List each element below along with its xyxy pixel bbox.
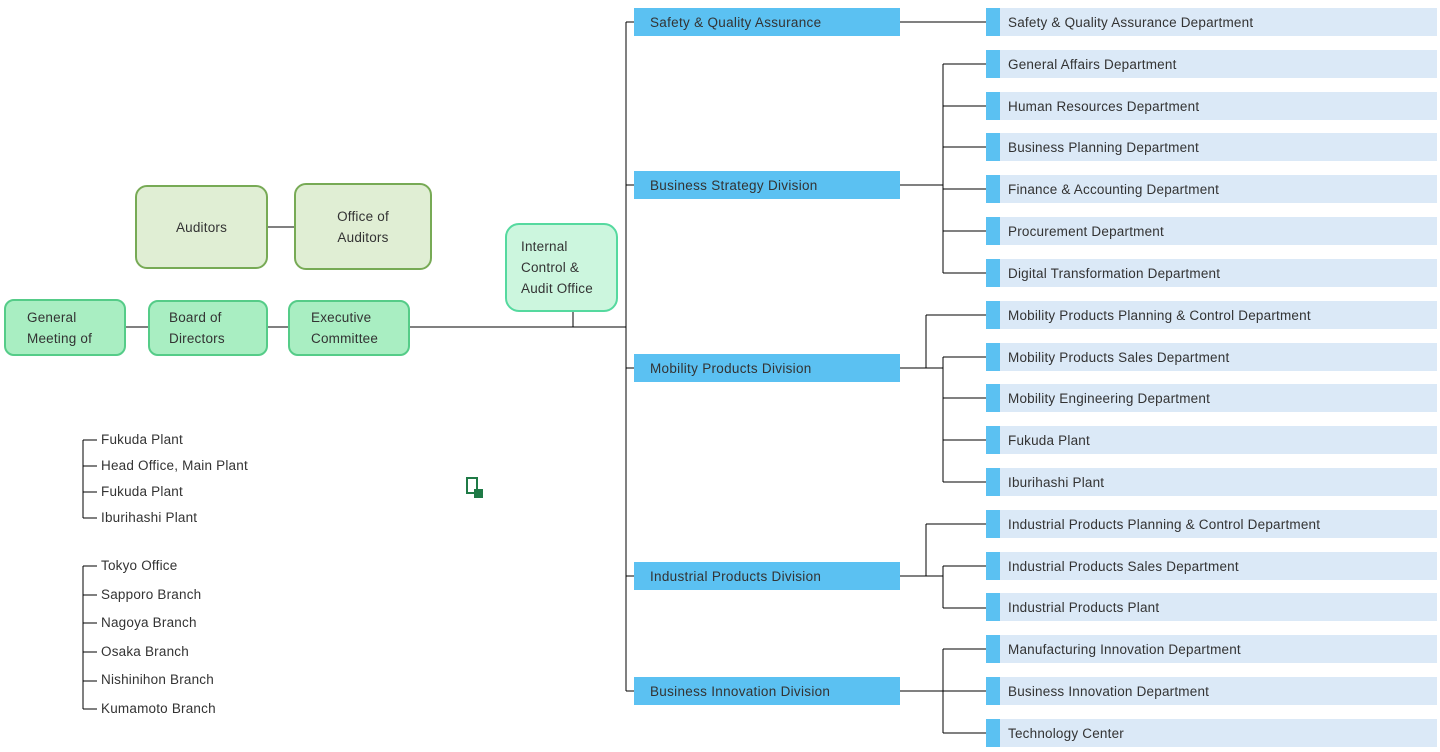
document-icon-corner <box>474 489 483 498</box>
department-accent <box>986 259 1000 287</box>
department-bar[interactable]: Technology Center <box>986 719 1437 747</box>
department-bar[interactable]: Finance & Accounting Department <box>986 175 1437 203</box>
department-accent <box>986 552 1000 580</box>
department-accent <box>986 593 1000 621</box>
department-accent <box>986 635 1000 663</box>
list-item-label: Osaka Branch <box>101 644 189 659</box>
list-item-label: Nagoya Branch <box>101 615 197 630</box>
department-bar[interactable]: Safety & Quality Assurance Department <box>986 8 1437 36</box>
list-item-label: Head Office, Main Plant <box>101 458 248 473</box>
document-icon <box>466 477 478 494</box>
department-label: Finance & Accounting Department <box>1008 181 1220 197</box>
list-item-label: Fukuda Plant <box>101 432 183 447</box>
department-bar[interactable]: General Affairs Department <box>986 50 1437 78</box>
list-item[interactable]: Nagoya Branch <box>101 613 197 633</box>
department-label: Fukuda Plant <box>1008 432 1090 448</box>
department-bar[interactable]: Mobility Products Planning & Control Dep… <box>986 301 1437 329</box>
department-accent <box>986 8 1000 36</box>
department-bar[interactable]: Industrial Products Sales Department <box>986 552 1437 580</box>
department-label: Manufacturing Innovation Department <box>1008 641 1241 657</box>
department-bar[interactable]: Mobility Products Sales Department <box>986 343 1437 371</box>
box-board-of-directors-label: Board of Directors <box>169 310 225 346</box>
department-label: Iburihashi Plant <box>1008 474 1105 490</box>
department-accent <box>986 426 1000 454</box>
department-label: Technology Center <box>1008 725 1124 741</box>
department-accent <box>986 217 1000 245</box>
department-label: General Affairs Department <box>1008 56 1177 72</box>
department-accent <box>986 343 1000 371</box>
department-bar[interactable]: Mobility Engineering Department <box>986 384 1437 412</box>
box-board-of-directors[interactable]: Board of Directors <box>148 300 268 356</box>
department-bar[interactable]: Procurement Department <box>986 217 1437 245</box>
list-item-label: Iburihashi Plant <box>101 510 198 525</box>
department-label: Mobility Products Planning & Control Dep… <box>1008 307 1311 323</box>
department-accent <box>986 50 1000 78</box>
department-label: Human Resources Department <box>1008 98 1200 114</box>
department-accent <box>986 133 1000 161</box>
department-bar[interactable]: Business Innovation Department <box>986 677 1437 705</box>
department-label: Business Planning Department <box>1008 139 1199 155</box>
department-bar[interactable]: Business Planning Department <box>986 133 1437 161</box>
department-accent <box>986 175 1000 203</box>
department-label: Mobility Products Sales Department <box>1008 349 1230 365</box>
department-accent <box>986 92 1000 120</box>
department-bar[interactable]: Industrial Products Planning & Control D… <box>986 510 1437 538</box>
box-executive-committee-label: Executive Committee <box>311 310 379 346</box>
box-internal-control-audit-office-label: Internal Control & Audit Office <box>521 239 593 296</box>
box-auditors[interactable]: Auditors <box>135 185 268 269</box>
department-accent <box>986 301 1000 329</box>
department-accent <box>986 510 1000 538</box>
department-label: Procurement Department <box>1008 223 1164 239</box>
list-item[interactable]: Fukuda Plant <box>101 430 183 450</box>
division-label: Business Strategy Division <box>650 177 818 193</box>
list-item[interactable]: Head Office, Main Plant <box>101 456 248 476</box>
department-label: Mobility Engineering Department <box>1008 390 1211 406</box>
department-label: Business Innovation Department <box>1008 683 1210 699</box>
division-label: Mobility Products Division <box>650 360 812 376</box>
list-item[interactable]: Osaka Branch <box>101 642 189 662</box>
department-bar[interactable]: Iburihashi Plant <box>986 468 1437 496</box>
department-accent <box>986 384 1000 412</box>
department-accent <box>986 677 1000 705</box>
list-item[interactable]: Sapporo Branch <box>101 585 201 605</box>
division-bar[interactable]: Safety & Quality Assurance <box>634 8 900 36</box>
list-item-label: Tokyo Office <box>101 558 178 573</box>
division-bar[interactable]: Business Strategy Division <box>634 171 900 199</box>
box-internal-control-audit-office[interactable]: Internal Control & Audit Office <box>505 223 618 312</box>
division-label: Safety & Quality Assurance <box>650 14 822 30</box>
list-item-label: Fukuda Plant <box>101 484 183 499</box>
box-auditors-label: Auditors <box>175 219 228 235</box>
department-accent <box>986 468 1000 496</box>
department-label: Industrial Products Sales Department <box>1008 558 1239 574</box>
department-bar[interactable]: Industrial Products Plant <box>986 593 1437 621</box>
division-label: Industrial Products Division <box>650 568 822 584</box>
box-office-of-auditors[interactable]: Office of Auditors <box>294 183 432 270</box>
list-item[interactable]: Iburihashi Plant <box>101 508 197 528</box>
department-label: Safety & Quality Assurance Department <box>1008 14 1254 30</box>
department-bar[interactable]: Fukuda Plant <box>986 426 1437 454</box>
list-item[interactable]: Nishinihon Branch <box>101 670 214 690</box>
department-label: Industrial Products Planning & Control D… <box>1008 516 1321 532</box>
list-item[interactable]: Tokyo Office <box>101 556 177 576</box>
department-bar[interactable]: Manufacturing Innovation Department <box>986 635 1437 663</box>
division-bar[interactable]: Industrial Products Division <box>634 562 900 590</box>
list-item-label: Sapporo Branch <box>101 587 202 602</box>
department-bar[interactable]: Human Resources Department <box>986 92 1437 120</box>
department-label: Industrial Products Plant <box>1008 599 1160 615</box>
department-accent <box>986 719 1000 747</box>
department-label: Digital Transformation Department <box>1008 265 1221 281</box>
box-executive-committee[interactable]: Executive Committee <box>288 300 410 356</box>
box-office-of-auditors-label: Office of Auditors <box>337 208 389 245</box>
box-general-meeting[interactable]: General Meeting of <box>4 299 126 356</box>
list-item[interactable]: Kumamoto Branch <box>101 699 216 719</box>
division-bar[interactable]: Business Innovation Division <box>634 677 900 705</box>
list-item-label: Nishinihon Branch <box>101 672 214 687</box>
box-general-meeting-label: General Meeting of <box>27 309 93 346</box>
department-bar[interactable]: Digital Transformation Department <box>986 259 1437 287</box>
division-bar[interactable]: Mobility Products Division <box>634 354 900 382</box>
list-item[interactable]: Fukuda Plant <box>101 482 183 502</box>
list-item-label: Kumamoto Branch <box>101 701 216 716</box>
division-label: Business Innovation Division <box>650 683 831 699</box>
